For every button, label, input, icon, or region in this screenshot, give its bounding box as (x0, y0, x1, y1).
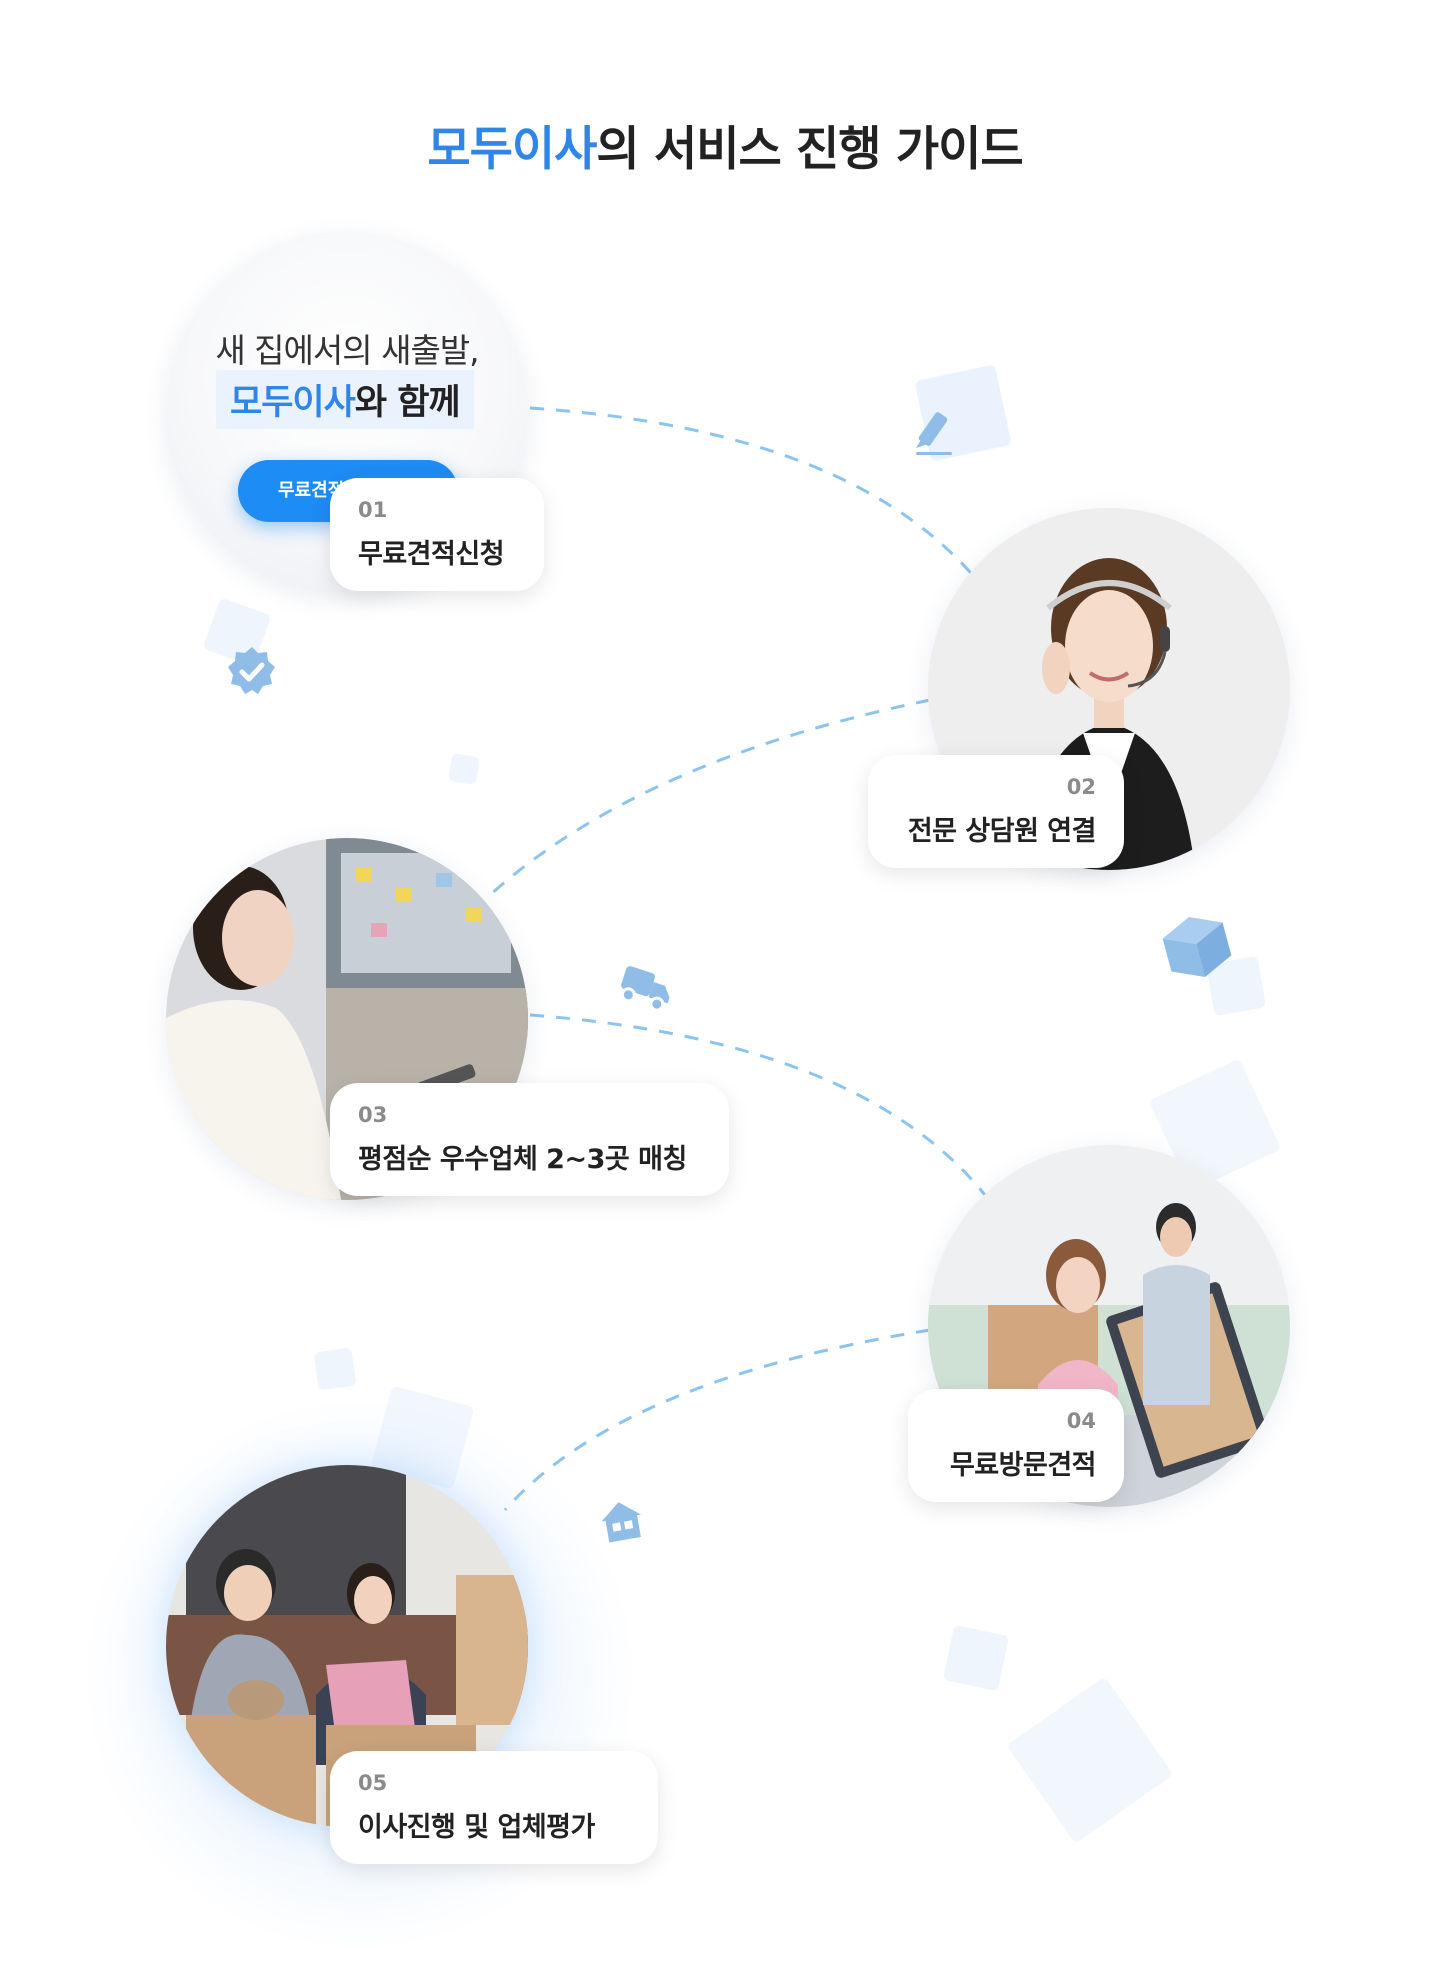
hero-subheadline: 모두이사와 함께 (216, 370, 474, 429)
hero-rest: 와 함께 (354, 383, 461, 423)
step-number: 05 (358, 1771, 388, 1795)
step-number: 03 (358, 1103, 388, 1127)
step-label: 무료방문견적 (949, 1450, 1097, 1481)
truck-icon (620, 966, 670, 1012)
verified-badge-icon (228, 647, 275, 694)
house-icon (601, 1502, 642, 1543)
title-rest: 의 서비스 진행 가이드 (596, 122, 1023, 177)
title-brand: 모두이사 (427, 122, 597, 177)
step-card-01: 01 무료견적신청 (330, 478, 544, 591)
step-number: 02 (1066, 775, 1096, 799)
hero-brand: 모두이사 (230, 383, 356, 423)
page-title: 모두이사의 서비스 진행 가이드 (0, 110, 1450, 179)
step-number: 04 (1066, 1409, 1096, 1433)
step-label: 무료견적신청 (358, 539, 505, 570)
step-card-05: 05 이사진행 및 업체평가 (330, 1751, 658, 1864)
step-5-image (166, 1465, 528, 1827)
step-label: 전문 상담원 연결 (907, 816, 1097, 847)
step-label: 이사진행 및 업체평가 (358, 1812, 595, 1843)
step-label: 평점순 우수업체 2~3곳 매칭 (358, 1144, 687, 1175)
moving-day-photo (166, 1465, 528, 1827)
step-card-03: 03 평점순 우수업체 2~3곳 매칭 (330, 1083, 729, 1196)
step-card-02: 02 전문 상담원 연결 (868, 755, 1124, 868)
pencil-icon (916, 412, 952, 455)
box-icon (1162, 917, 1232, 977)
step-number: 01 (358, 498, 388, 522)
hero-headline: 새 집에서의 새출발, (215, 331, 479, 370)
step-card-04: 04 무료방문견적 (908, 1389, 1124, 1502)
